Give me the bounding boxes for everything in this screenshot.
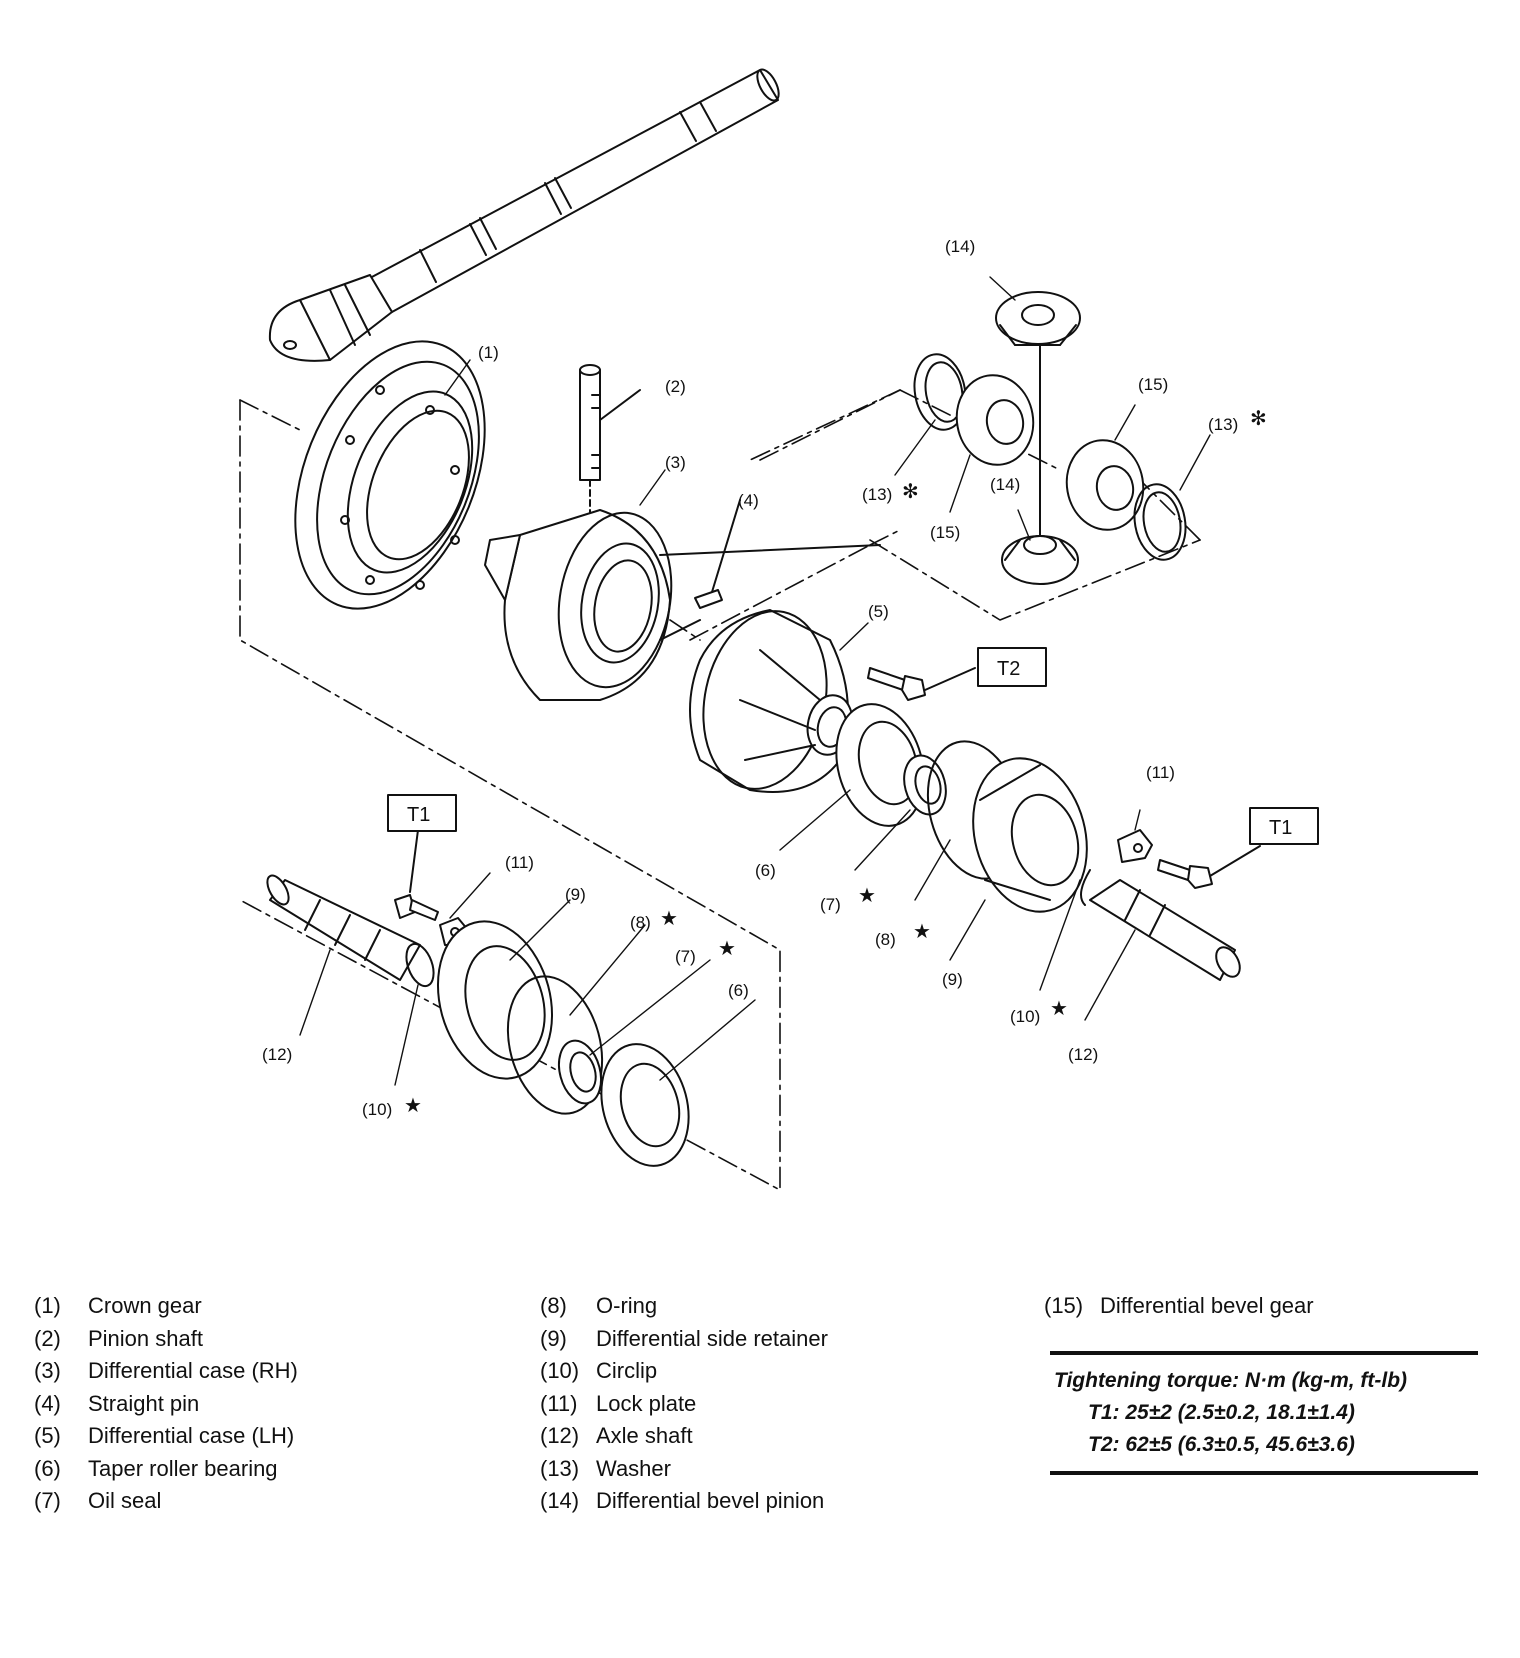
callout-5: (5) — [868, 602, 889, 621]
callout-13-right: (13) — [1208, 415, 1238, 434]
side-retainer-right — [972, 757, 1088, 913]
t1-tag-box-right — [1249, 807, 1319, 845]
callout-2: (2) — [665, 377, 686, 396]
o-ring-left — [506, 975, 604, 1115]
exploded-diagram: (1) (2) (3) (4) (5) (6) (7) (8) (9) (10)… — [239, 68, 1319, 1191]
callout-6-left: (6) — [728, 981, 749, 1000]
callout-9-right: (9) — [942, 970, 963, 989]
callout-7-right: (7) — [820, 895, 841, 914]
legend-item: (7)Oil seal — [34, 1488, 162, 1513]
legend-item: (14)Differential bevel pinion — [540, 1488, 825, 1513]
side-retainer-left — [436, 920, 554, 1080]
callout-9-left: (9) — [565, 885, 586, 904]
bevel-pinion-top — [995, 291, 1081, 346]
callout-12-right: (12) — [1068, 1045, 1098, 1064]
callout-8-right: (8) — [875, 930, 896, 949]
circlip-left — [405, 942, 435, 988]
legend-item: (2)Pinion shaft — [34, 1325, 203, 1351]
t2-tag-box — [977, 647, 1047, 687]
legend-item: (5)Differential case (LH) — [34, 1423, 295, 1448]
callout-1: (1) — [478, 343, 499, 362]
star-marker: ★ — [404, 1095, 422, 1117]
callout-3: (3) — [665, 453, 686, 472]
oil-seal-right — [903, 754, 947, 816]
callout-13-left: (13) — [862, 485, 892, 504]
legend-item: (8)O-ring — [540, 1293, 658, 1318]
callout-7-left: (7) — [675, 947, 696, 966]
axle-shaft-left — [266, 874, 421, 981]
star-marker: ★ — [660, 908, 678, 930]
star-marker: ★ — [718, 938, 736, 960]
asterisk-marker: ✻ — [902, 481, 919, 503]
t1-tag-right: T1 — [1269, 817, 1292, 839]
callout-8-left: (8) — [630, 913, 651, 932]
leader-lines — [299, 276, 1211, 1086]
star-marker: ★ — [913, 921, 931, 943]
callout-11-right: (11) — [1146, 763, 1175, 782]
differential-case-rh — [484, 509, 881, 701]
callout-14-bottom: (14) — [990, 475, 1020, 494]
callout-12-left: (12) — [262, 1045, 292, 1064]
bolt-t2 — [867, 667, 976, 701]
bevel-gear-left — [955, 374, 1035, 466]
t2-tag: T2 — [997, 658, 1020, 680]
legend-item: (11)Lock plate — [540, 1390, 697, 1416]
legend-item: (6)Taper roller bearing — [34, 1455, 278, 1481]
callout-4: (4) — [738, 491, 759, 510]
legend-item: (4)Straight pin — [34, 1390, 200, 1416]
t1-tag-left: T1 — [407, 804, 430, 826]
legend-item: (1)Crown gear — [34, 1293, 202, 1318]
straight-pin — [694, 499, 741, 609]
torque-t1: T1: 25±2 (2.5±0.2, 18.1±1.4) — [1088, 1401, 1355, 1424]
legend-item: (12)Axle shaft — [540, 1423, 693, 1448]
star-marker: ★ — [858, 885, 876, 907]
callout-10-left: (10) — [362, 1100, 392, 1119]
legend-item: (3)Differential case (RH) — [34, 1358, 298, 1383]
star-marker: ★ — [1050, 998, 1068, 1020]
washer-left — [913, 353, 967, 431]
axle-shaft-right — [1089, 879, 1241, 981]
oil-seal-left — [557, 1039, 603, 1105]
parts-legend-col3: (15)Differential bevel gear — [1044, 1290, 1314, 1323]
legend-item: (15)Differential bevel gear — [1044, 1293, 1314, 1318]
torque-t2: T2: 62±5 (6.3±0.5, 45.6±3.6) — [1088, 1433, 1355, 1456]
callout-14-top: (14) — [945, 237, 975, 256]
parts-legend-col1: (1)Crown gear (2)Pinion shaft (3)Differe… — [34, 1290, 298, 1518]
callout-6-right: (6) — [755, 861, 776, 880]
bolt-t1-right — [1157, 845, 1261, 889]
legend-item: (9)Differential side retainer — [540, 1325, 828, 1351]
asterisk-marker: ✻ — [1250, 408, 1267, 430]
bevel-pinion-bottom — [1001, 535, 1079, 585]
torque-title: Tightening torque: N·m (kg-m, ft-lb) — [1054, 1369, 1408, 1392]
bevel-gear-right — [1065, 439, 1145, 531]
legend-item: (10)Circlip — [540, 1358, 658, 1383]
washer-right — [1133, 483, 1187, 561]
lock-plate-right — [1117, 829, 1153, 863]
pinion-shaft — [579, 364, 641, 521]
drive-pinion-shaft — [268, 68, 780, 362]
bolt-t1-left — [394, 829, 439, 921]
circlip-right — [1080, 869, 1091, 906]
bearing-left — [600, 1043, 690, 1167]
parts-legend-col2: (8)O-ring (9)Differential side retainer … — [540, 1290, 828, 1518]
callout-11-left: (11) — [505, 853, 534, 872]
differential-case-lh — [689, 609, 854, 793]
callout-15-right: (15) — [1138, 375, 1168, 394]
legend-item: (13)Washer — [540, 1455, 671, 1481]
callout-15-left: (15) — [930, 523, 960, 542]
tightening-torque-box: Tightening torque: N·m (kg-m, ft-lb) T1:… — [1050, 1351, 1478, 1475]
callout-10-right: (10) — [1010, 1007, 1040, 1026]
t1-tag-box-left — [387, 794, 457, 832]
